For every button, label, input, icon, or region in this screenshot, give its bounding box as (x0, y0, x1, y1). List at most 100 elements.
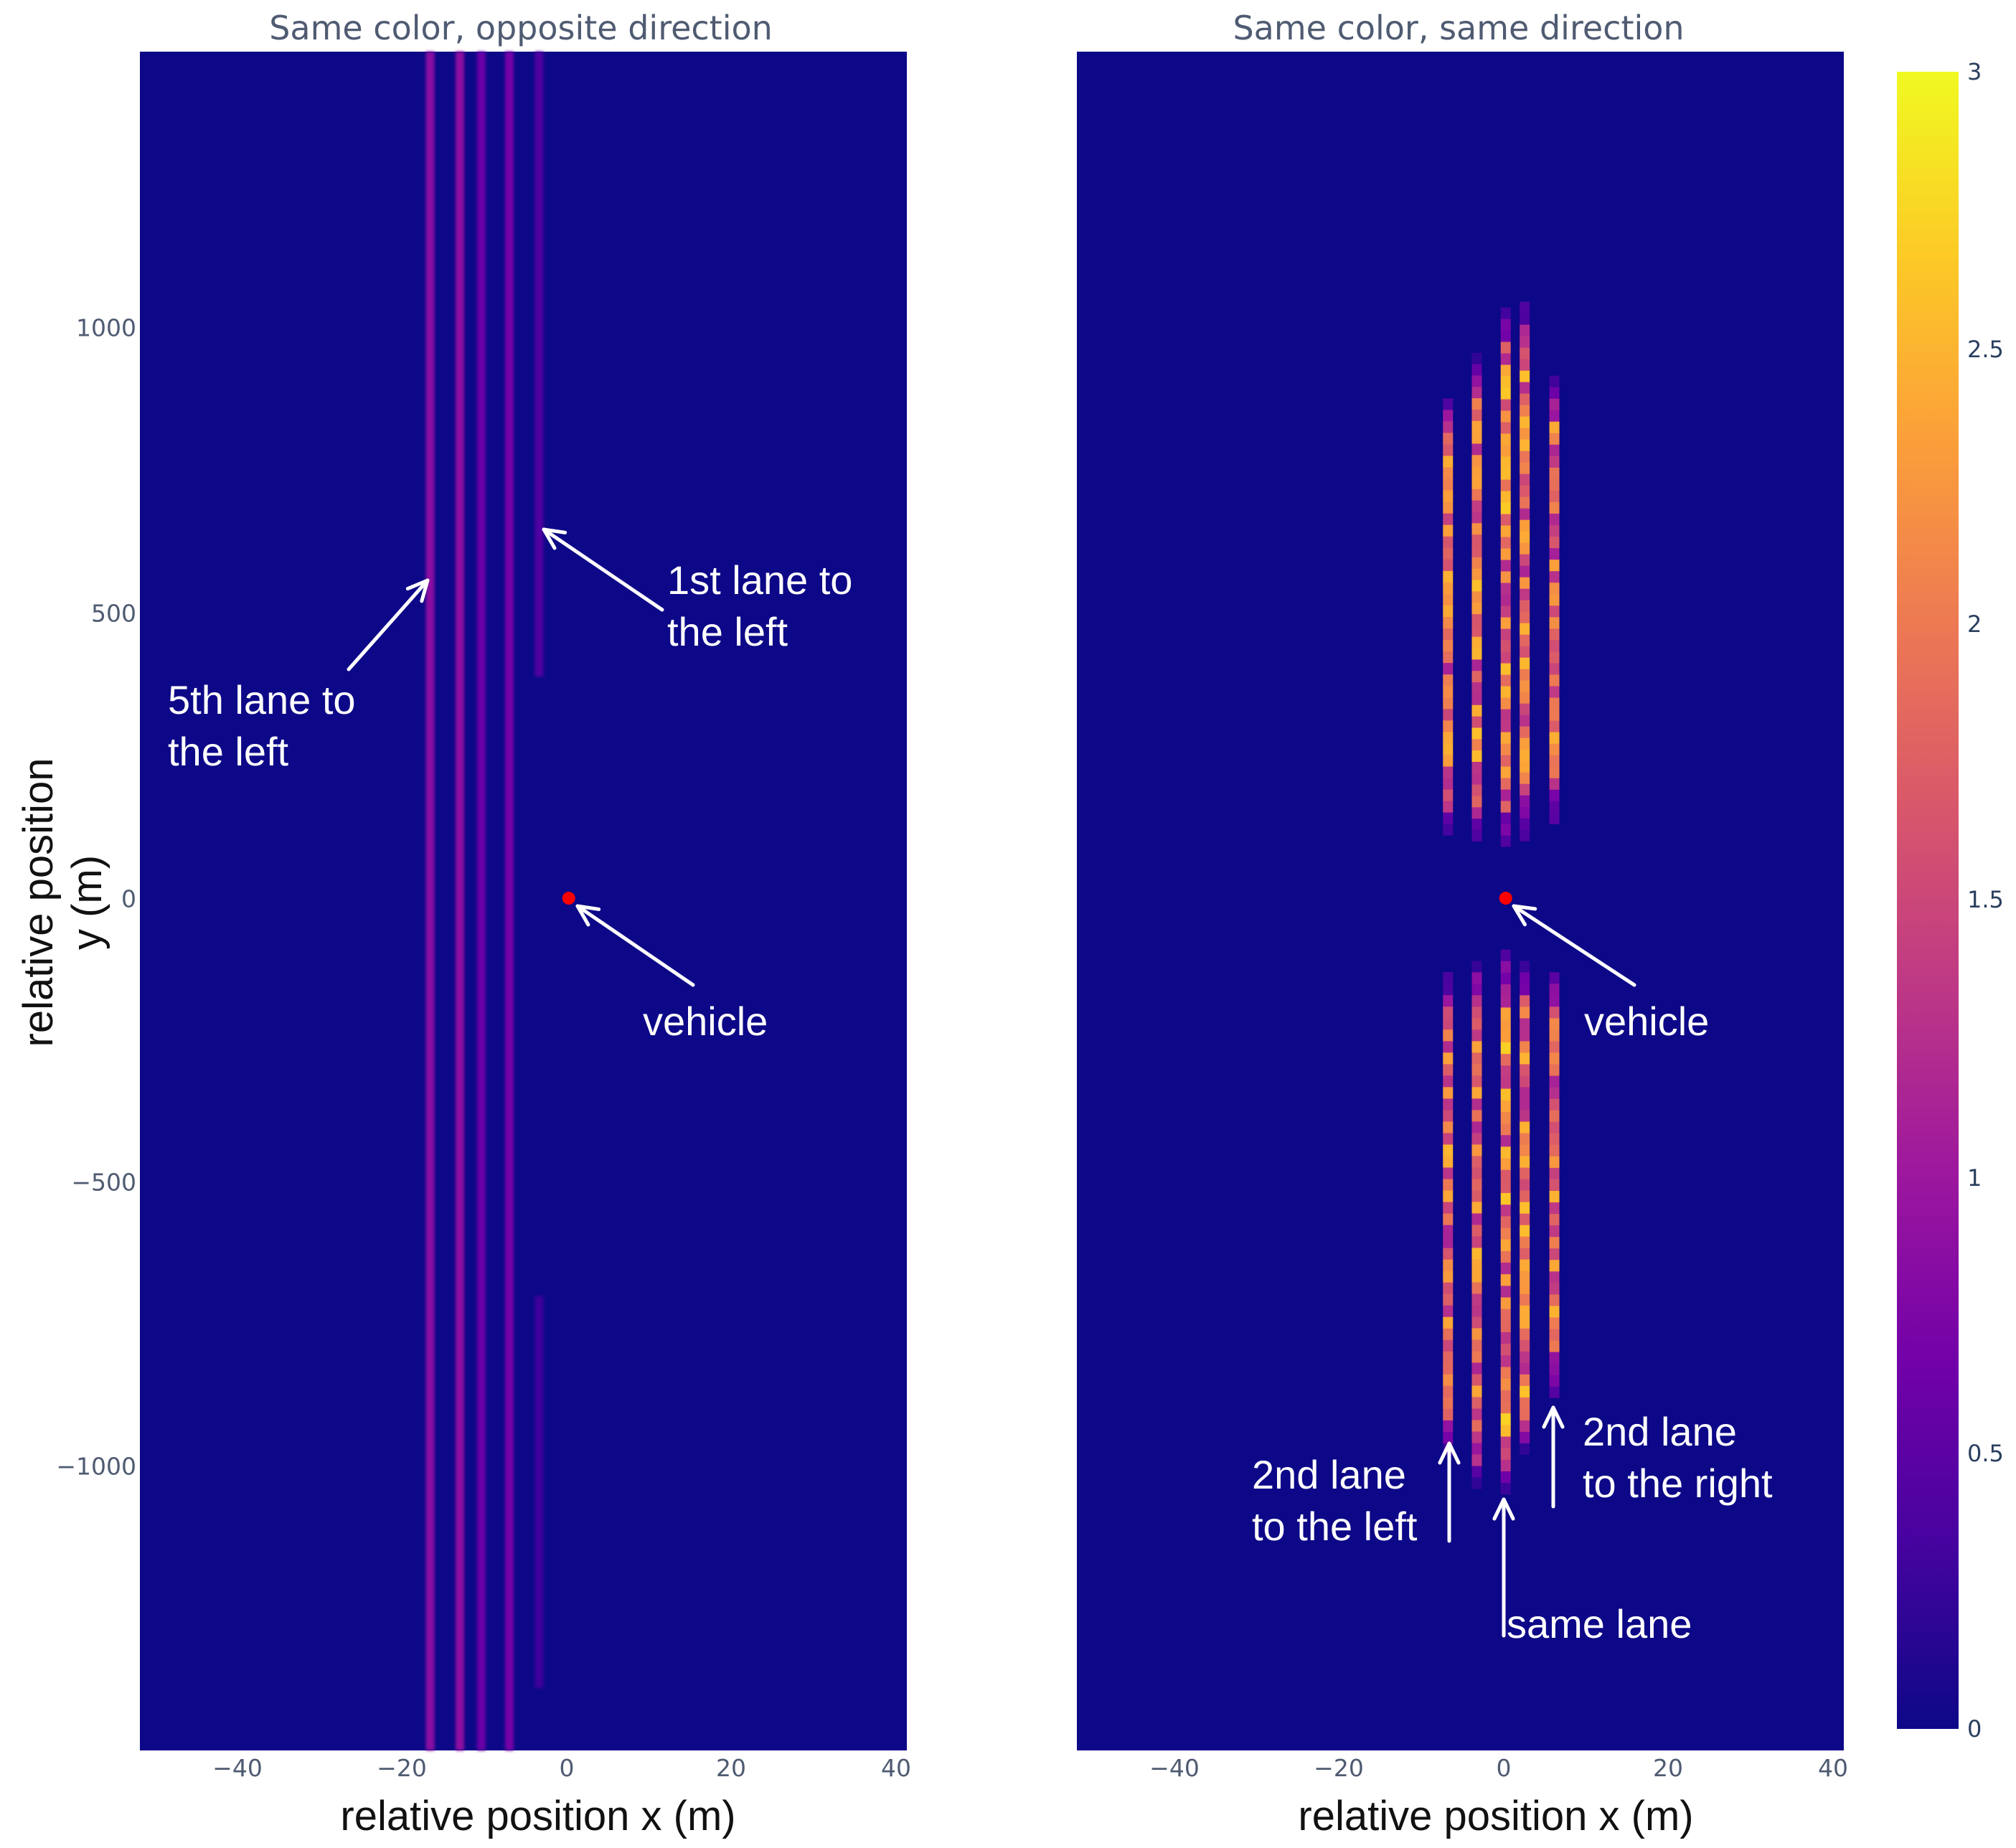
lane-cell-3-1-35 (1520, 1351, 1530, 1364)
lane-cell-3-0-7 (1520, 370, 1530, 383)
arrow-5th-lane-left-head (405, 578, 430, 603)
lane-cell-3-0-11 (1520, 416, 1530, 429)
lane-cell-4-0-24 (1549, 640, 1560, 653)
lane-cell-2-0-17 (1500, 491, 1511, 504)
lane-cell-3-0-47 (1520, 829, 1530, 842)
lane-cell-3-1-20 (1520, 1179, 1530, 1192)
lane-cell-2-1-1 (1500, 949, 1511, 962)
lane-cell-0-1-40 (1443, 1420, 1454, 1433)
lane-cell-3-0-22 (1520, 542, 1530, 555)
lane-cell-1-0-2 (1471, 364, 1482, 377)
lane-cell-3-1-38 (1520, 1385, 1530, 1398)
lane-cell-2-1-17 (1500, 1135, 1511, 1148)
lane-cell-3-1-37 (1520, 1374, 1530, 1387)
lane-cell-2-0-5 (1500, 353, 1511, 366)
lane-cell-1-1-0 (1471, 949, 1482, 962)
lane-cell-1-1-42 (1471, 1431, 1482, 1444)
lane-cell-1-0-14 (1471, 500, 1482, 513)
right-xtick-20: 20 (1653, 1754, 1683, 1782)
lane-cell-1-1-35 (1471, 1351, 1482, 1364)
lane-cell-4-1-37 (1549, 1386, 1560, 1399)
lane-cell-2-1-3 (1500, 972, 1511, 985)
left-xtick-neg40: −40 (212, 1754, 263, 1782)
lane-cell-3-0-48 (1520, 841, 1530, 854)
lane-cell-3-0-1 (1520, 301, 1530, 314)
lane-cell-3-0-9 (1520, 393, 1530, 406)
colorbar-tick-2.5: 2.5 (1967, 336, 2004, 363)
lane-cell-3-1-29 (1520, 1282, 1530, 1295)
lane-cell-3-0-34 (1520, 680, 1530, 693)
lane-cell-1-0-13 (1471, 489, 1482, 501)
lane-cell-3-1-19 (1520, 1167, 1530, 1180)
lane-cell-1-1-9 (1471, 1052, 1482, 1065)
arrow-2nd-lane-left-head (1438, 1441, 1461, 1465)
lane-cell-3-0-25 (1520, 577, 1530, 590)
lane-cell-3-1-17 (1520, 1144, 1530, 1157)
lane-cell-4-1-2 (1549, 984, 1560, 996)
lane-stripe-2 (476, 52, 486, 1750)
lane-cell-1-1-6 (1471, 1018, 1482, 1031)
lane-cell-2-0-18 (1500, 502, 1511, 515)
lane-cell-1-1-26 (1471, 1248, 1482, 1260)
lane-cell-3-0-10 (1520, 405, 1530, 418)
right-x-axis-label: relative position x (m) (1298, 1793, 1694, 1839)
lane-cell-0-1-30 (1443, 1305, 1454, 1318)
lane-cell-1-0-0 (1471, 341, 1482, 354)
lane-cell-4-0-30 (1549, 709, 1560, 722)
lane-cell-1-1-8 (1471, 1041, 1482, 1054)
lane-cell-4-0-17 (1549, 560, 1560, 572)
lane-cell-4-0-15 (1549, 537, 1560, 549)
lane-cell-0-1-2 (1443, 984, 1454, 996)
lane-cell-2-1-26 (1500, 1239, 1511, 1252)
lane-cell-2-0-30 (1500, 640, 1511, 653)
lane-cell-3-1-31 (1520, 1305, 1530, 1318)
lane-cell-2-1-43 (1500, 1436, 1511, 1449)
lane-cell-3-1-12 (1520, 1087, 1530, 1100)
lane-cell-3-0-19 (1520, 508, 1530, 521)
lane-cell-2-1-22 (1500, 1193, 1511, 1206)
lane-cell-2-1-19 (1500, 1158, 1511, 1171)
lane-cell-4-1-5 (1549, 1018, 1560, 1031)
lane-cell-0-0-12 (1443, 524, 1454, 537)
lane-cell-1-1-30 (1471, 1293, 1482, 1306)
lane-cell-1-0-38 (1471, 773, 1482, 786)
lane-cell-3-0-42 (1520, 772, 1530, 785)
lane-cell-0-1-34 (1443, 1351, 1454, 1364)
lane-cell-2-0-25 (1500, 583, 1511, 595)
annotation-same-lane: same lane (1507, 1601, 1692, 1646)
lane-cell-3-0-40 (1520, 749, 1530, 762)
lane-cell-0-1-7 (1443, 1041, 1454, 1054)
left-xtick-neg20: −20 (377, 1754, 427, 1782)
left-ytick-1000: 1000 (76, 314, 136, 342)
lane-cell-3-1-11 (1520, 1075, 1530, 1088)
lane-cell-3-1-5 (1520, 1006, 1530, 1019)
lane-cell-2-0-15 (1500, 468, 1511, 481)
lane-cell-4-0-31 (1549, 720, 1560, 733)
colorbar-tick-0: 0 (1967, 1715, 1982, 1743)
lane-cell-3-1-18 (1520, 1156, 1530, 1169)
right-xtick-40: 40 (1818, 1754, 1848, 1782)
lane-cell-0-1-41 (1443, 1431, 1454, 1444)
lane-cell-4-0-40 (1549, 824, 1560, 836)
lane-cell-3-0-29 (1520, 623, 1530, 636)
lane-cell-1-1-32 (1471, 1316, 1482, 1329)
arrow-2nd-lane-right-head (1542, 1405, 1565, 1429)
lane-cell-1-0-29 (1471, 671, 1482, 683)
lane-cell-0-1-32 (1443, 1328, 1454, 1341)
lane-cell-4-1-0 (1549, 961, 1560, 973)
lane-cell-1-1-33 (1471, 1328, 1482, 1341)
lane-cell-2-1-32 (1500, 1309, 1511, 1321)
lane-cell-3-0-0 (1520, 290, 1530, 303)
lane-cell-2-1-20 (1500, 1169, 1511, 1182)
lane-cell-0-0-38 (1443, 824, 1454, 836)
lane-cell-1-1-37 (1471, 1374, 1482, 1387)
lane-cell-0-1-25 (1443, 1248, 1454, 1260)
lane-cell-0-0-15 (1443, 559, 1454, 572)
lane-cell-3-1-15 (1520, 1121, 1530, 1134)
left-ytick-0: 0 (121, 885, 136, 913)
lane-cell-4-0-26 (1549, 663, 1560, 676)
lane-cell-2-0-22 (1500, 548, 1511, 561)
lane-cell-3-1-3 (1520, 984, 1530, 996)
lane-cell-1-1-20 (1471, 1179, 1482, 1192)
